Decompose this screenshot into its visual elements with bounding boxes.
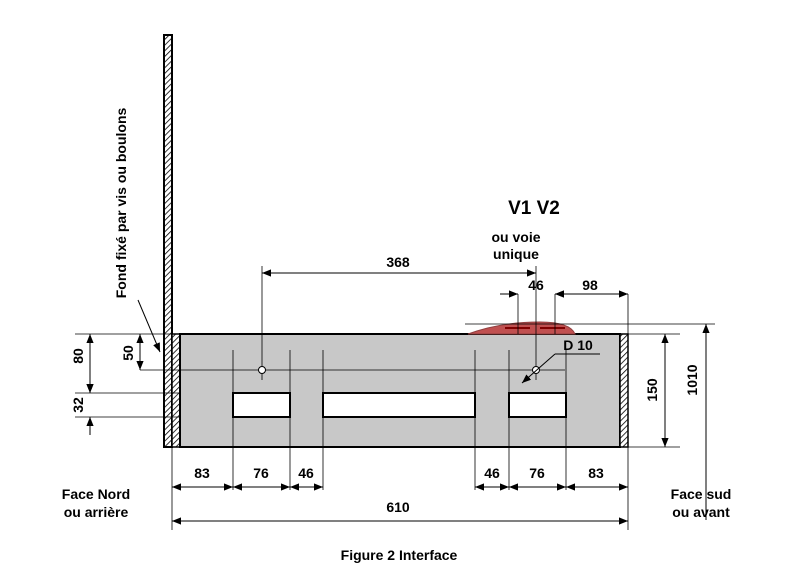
dim-368: 368 <box>386 254 410 270</box>
dim-46-top: 46 <box>528 277 544 293</box>
right-end-hatch <box>619 333 629 448</box>
dim-bottom-76-right: 76 <box>529 465 545 481</box>
face-nord-1: Face Nord <box>62 486 130 502</box>
slot-right <box>508 392 567 418</box>
left-end-hatch <box>171 333 181 448</box>
dim-50: 50 <box>120 345 136 361</box>
figure-caption: Figure 2 Interface <box>341 547 458 563</box>
slot-left <box>232 392 291 418</box>
construction-lines <box>75 266 715 530</box>
dimension-lines <box>86 269 710 525</box>
dim-150: 150 <box>644 378 660 402</box>
hole-label: D 10 <box>563 337 593 353</box>
dim-32: 32 <box>70 397 86 413</box>
dim-bottom-76-left: 76 <box>253 465 269 481</box>
back-plate <box>163 34 173 448</box>
hole-leader <box>521 353 556 384</box>
dim-bottom-83-right: 83 <box>588 465 604 481</box>
fond-leader <box>137 299 161 353</box>
face-sud-1: Face sud <box>671 486 732 502</box>
dim-bottom-46-right: 46 <box>484 465 500 481</box>
slot-middle <box>322 392 476 418</box>
dim-total-610: 610 <box>386 499 410 515</box>
face-sud-2: ou avant <box>672 504 730 520</box>
dim-80: 80 <box>70 348 86 364</box>
voie-line-1: ou voie <box>491 229 540 245</box>
fond-label: Fond fixé par vis ou boulons <box>113 108 129 299</box>
dim-1010: 1010 <box>684 364 700 395</box>
hole-left <box>258 366 266 374</box>
voie-line-2: unique <box>493 246 539 262</box>
dim-bottom-83-left: 83 <box>194 465 210 481</box>
interface-panel <box>179 333 621 448</box>
title-v1v2: V1 V2 <box>508 198 560 219</box>
dim-98: 98 <box>582 277 598 293</box>
dim-bottom-46-left: 46 <box>298 465 314 481</box>
face-nord-2: ou arrière <box>64 504 129 520</box>
